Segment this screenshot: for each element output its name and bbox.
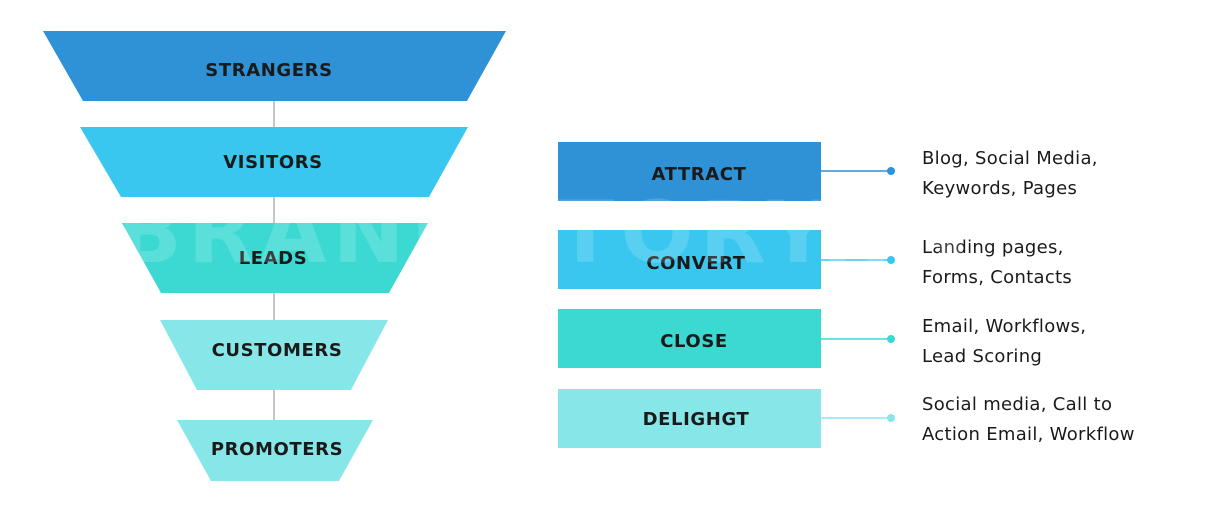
stage-detail-attract-line2: Keywords, Pages xyxy=(922,178,1077,199)
stage-dot-close xyxy=(887,335,895,343)
funnel-level-visitors: VISITORS xyxy=(80,127,468,197)
funnel-shape-customers xyxy=(160,320,388,390)
stage-label-close: CLOSE xyxy=(660,331,728,352)
stage-detail-close-line1: Email, Workflows, xyxy=(922,316,1086,337)
stage-detail-delight-line1: Social media, Call to xyxy=(922,394,1112,415)
funnel-shape-strangers xyxy=(43,31,506,101)
stage-box-close xyxy=(558,309,821,368)
stage-detail-delight-line2: Action Email, Workflow xyxy=(922,424,1135,445)
stage-box-delight xyxy=(558,389,821,448)
stage-dot-convert xyxy=(887,256,895,264)
stage-close: CLOSE Email, Workflows, Lead Scoring xyxy=(558,309,1086,368)
stage-delight: DELIGHGT Social media, Call to Action Em… xyxy=(558,389,1135,448)
funnel-shape-leads xyxy=(122,223,428,293)
funnel-shape-promoters xyxy=(177,420,373,481)
funnel-label-leads: LEADS xyxy=(239,248,308,269)
stage-box-convert xyxy=(558,230,821,289)
stage-label-convert: CONVERT xyxy=(646,253,745,274)
stage-label-attract: ATTRACT xyxy=(652,164,747,185)
funnel-level-strangers: STRANGERS xyxy=(43,31,506,101)
funnel-label-customers: CUSTOMERS xyxy=(212,340,343,361)
funnel-label-promoters: PROMOTERS xyxy=(211,439,343,460)
funnel-shape-visitors xyxy=(80,127,468,197)
stage-label-delight: DELIGHGT xyxy=(643,409,750,430)
stage-dot-attract xyxy=(887,167,895,175)
funnel-level-leads: LEADS xyxy=(122,223,428,293)
funnel-label-visitors: VISITORS xyxy=(223,152,323,173)
stage-detail-close-line2: Lead Scoring xyxy=(922,346,1042,367)
stage-convert: CONVERT Landing pages, Forms, Contacts xyxy=(558,230,1072,289)
brand-watermark: BRANDSTORY.IN xyxy=(116,183,976,283)
stage-box-attract xyxy=(558,142,821,201)
funnel-level-customers: CUSTOMERS xyxy=(160,320,388,390)
stage-detail-convert-line2: Forms, Contacts xyxy=(922,267,1072,288)
funnel-level-promoters: PROMOTERS xyxy=(177,420,373,481)
stage-detail-attract-line1: Blog, Social Media, xyxy=(922,148,1098,169)
funnel-label-strangers: STRANGERS xyxy=(205,60,332,81)
stage-attract: ATTRACT Blog, Social Media, Keywords, Pa… xyxy=(558,142,1098,201)
stage-detail-convert-line1: Landing pages, xyxy=(922,237,1064,258)
stage-dot-delight xyxy=(887,414,895,422)
